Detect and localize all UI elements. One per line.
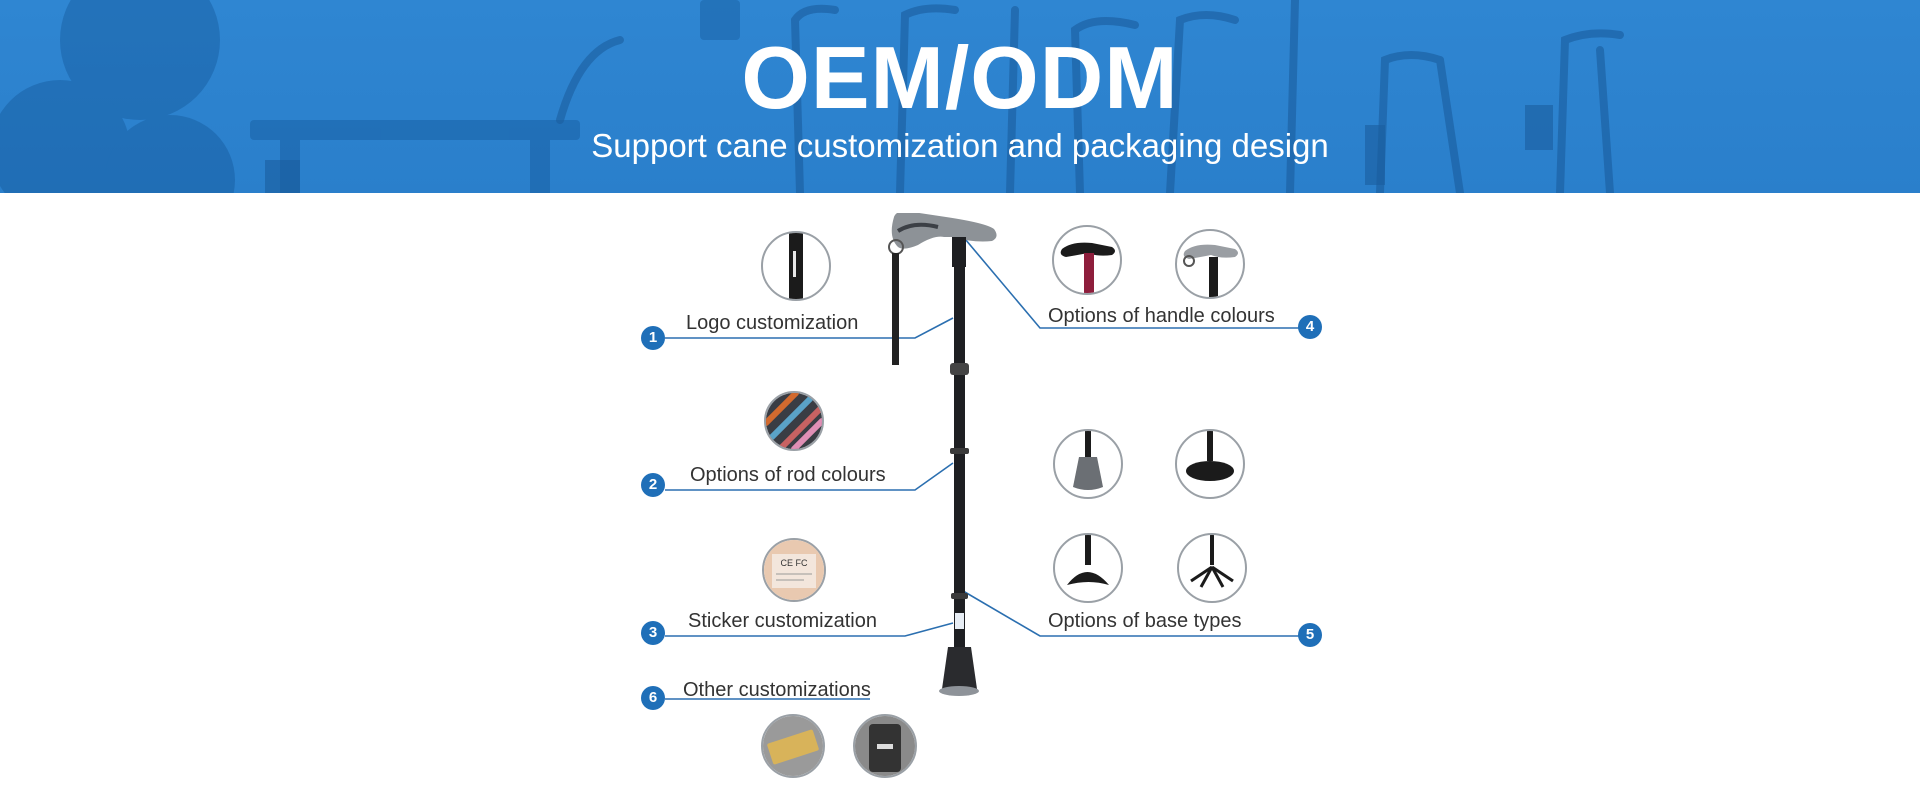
feature-badge-6: 6 xyxy=(641,686,665,710)
feature-label-handle-colours: Options of handle colours xyxy=(1048,305,1275,327)
rod-colours-image xyxy=(766,393,822,449)
base-type-thumbnail-1 xyxy=(1053,429,1123,499)
handle-colour-thumbnail-grey xyxy=(1175,229,1245,299)
leader-lines xyxy=(665,232,1300,700)
carry-bag-thumbnail xyxy=(853,714,917,778)
feature-badge-3: 3 xyxy=(641,621,665,645)
svg-text:CE FC: CE FC xyxy=(781,558,809,568)
logo-thumbnail xyxy=(761,231,831,301)
engraved-plate-thumbnail xyxy=(761,714,825,778)
cone-tip-image xyxy=(1073,431,1103,490)
feature-label-base-types: Options of base types xyxy=(1048,610,1242,632)
pivot-base-image xyxy=(1186,431,1234,481)
feature-label-sticker: Sticker customization xyxy=(688,610,877,632)
base-type-thumbnail-4 xyxy=(1177,533,1247,603)
base-type-thumbnail-3 xyxy=(1053,533,1123,603)
hero-banner: OEM/ODM Support cane customization and p… xyxy=(0,0,1920,193)
base-type-thumbnail-2 xyxy=(1175,429,1245,499)
carry-bag-image xyxy=(855,716,915,776)
feature-badge-5: 5 xyxy=(1298,623,1322,647)
feature-badge-2: 2 xyxy=(641,473,665,497)
feature-label-logo: Logo customization xyxy=(686,312,859,334)
feature-label-other: Other customizations xyxy=(683,679,871,701)
banner-title: OEM/ODM xyxy=(741,28,1179,127)
grey-handle-image xyxy=(1183,244,1238,297)
walking-cane-image xyxy=(888,213,997,696)
sticker-thumbnail: CE FC xyxy=(762,538,826,602)
red-handle-image xyxy=(1060,242,1115,293)
logo-shaft-image xyxy=(789,233,803,299)
customization-diagram: CE FC xyxy=(0,193,1920,800)
tripod-base-image xyxy=(1067,535,1109,585)
banner-background-canes xyxy=(0,0,1624,193)
sticker-image: CE FC xyxy=(764,540,824,600)
feature-label-rod-colours: Options of rod colours xyxy=(690,464,886,486)
quad-base-image xyxy=(1190,535,1234,588)
handle-colour-thumbnail-red xyxy=(1052,225,1122,295)
engraved-plate-image xyxy=(763,716,823,776)
feature-badge-1: 1 xyxy=(641,326,665,350)
feature-badge-4: 4 xyxy=(1298,315,1322,339)
rod-colours-thumbnail xyxy=(764,391,824,451)
banner-subtitle: Support cane customization and packaging… xyxy=(591,127,1329,164)
